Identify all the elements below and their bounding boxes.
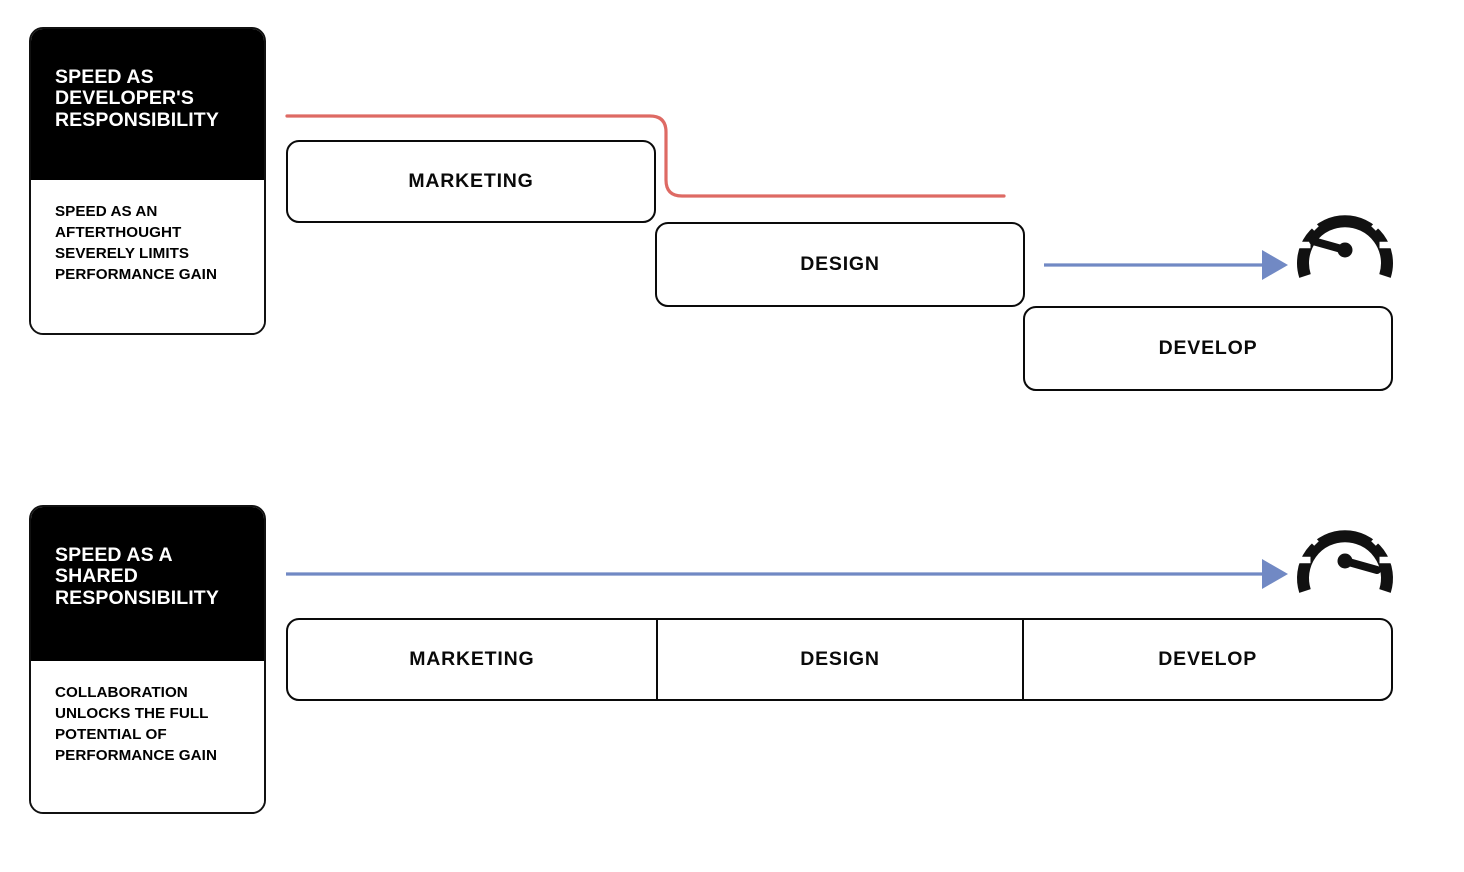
- stage-label: MARKETING: [408, 170, 534, 192]
- combined-stage-bar: MARKETING DESIGN DEVELOP: [286, 618, 1393, 701]
- gauge-needle: [1309, 237, 1353, 258]
- stage-box-design-combined[interactable]: DESIGN: [655, 620, 1023, 699]
- card-heading-text: SPEED AS DEVELOPER'S RESPONSIBILITY: [55, 66, 219, 131]
- card-header: SPEED AS A SHARED RESPONSIBILITY: [31, 507, 264, 661]
- stage-label: DEVELOP: [1158, 337, 1258, 359]
- card-developer-responsibility: SPEED AS DEVELOPER'S RESPONSIBILITY SPEE…: [29, 27, 266, 335]
- stage-box-develop-staggered[interactable]: DEVELOP: [1023, 306, 1393, 391]
- card-heading-text: SPEED AS A SHARED RESPONSIBILITY: [55, 544, 219, 609]
- card-body-text: SPEED AS AN AFTERTHOUGHT SEVERELY LIMITS…: [55, 203, 217, 283]
- speedometer-high-icon: [1291, 508, 1399, 594]
- stage-box-marketing-combined[interactable]: MARKETING: [288, 620, 656, 699]
- card-body-text: COLLABORATION UNLOCKS THE FULL POTENTIAL…: [55, 684, 217, 764]
- gauge-needle: [1337, 553, 1381, 574]
- stage-label: DESIGN: [800, 648, 880, 670]
- stage-box-design-staggered[interactable]: DESIGN: [655, 222, 1025, 307]
- stage-label: DEVELOP: [1158, 648, 1258, 670]
- stage-box-marketing-staggered[interactable]: MARKETING: [286, 140, 656, 223]
- card-header: SPEED AS DEVELOPER'S RESPONSIBILITY: [31, 29, 264, 180]
- stage-label: DESIGN: [800, 253, 880, 275]
- speed-arrow-top: [1044, 250, 1288, 280]
- speed-arrow-bottom: [286, 559, 1288, 589]
- stage-box-develop-combined[interactable]: DEVELOP: [1022, 620, 1391, 699]
- card-body: SPEED AS AN AFTERTHOUGHT SEVERELY LIMITS…: [31, 180, 264, 333]
- stage-label: MARKETING: [409, 648, 535, 670]
- card-body: COLLABORATION UNLOCKS THE FULL POTENTIAL…: [31, 661, 264, 812]
- card-shared-responsibility: SPEED AS A SHARED RESPONSIBILITY COLLABO…: [29, 505, 266, 814]
- speedometer-low-icon: [1291, 193, 1399, 279]
